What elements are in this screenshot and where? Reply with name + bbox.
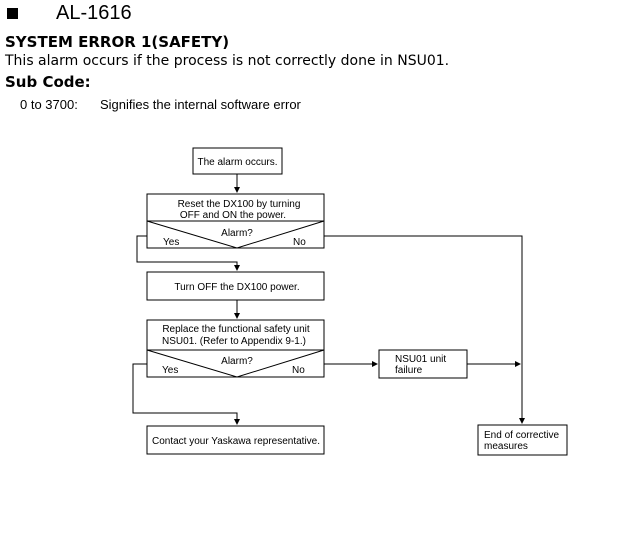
start-text: The alarm occurs. <box>197 157 277 168</box>
alarm-description: This alarm occurs if the process is not … <box>5 53 450 69</box>
turn-off-text: Turn OFF the DX100 power. <box>174 282 299 293</box>
decision2-no: No <box>292 365 305 376</box>
reset-text-line1: Reset the DX100 by turning <box>178 199 301 210</box>
arrow-d1-no <box>324 235 525 424</box>
reset-text-line2: OFF and ON the power. <box>180 210 286 221</box>
end-text-line1: End of corrective <box>484 430 559 441</box>
contact-box <box>146 425 325 455</box>
decision1-question: Alarm? <box>221 228 253 239</box>
end-text-line2: measures <box>484 441 528 452</box>
decision1-no: No <box>293 237 306 248</box>
subcode-range: 0 to 3700: <box>20 97 78 112</box>
failure-text-line1: NSU01 unit <box>395 354 446 365</box>
bullet-square-icon <box>7 8 18 19</box>
alarm-code: AL-1616 <box>56 2 132 24</box>
decision2-question: Alarm? <box>221 356 253 367</box>
subcode-label: Sub Code: <box>5 73 91 91</box>
arrow-d2-yes <box>132 363 240 425</box>
turn-off-box <box>146 271 325 301</box>
replace-text-line2: NSU01. (Refer to Appendix 9-1.) <box>162 336 306 347</box>
arrow-d1-yes <box>136 235 240 271</box>
decision2-diamond <box>146 349 325 378</box>
subcode-text: Signifies the internal software error <box>100 97 301 112</box>
decision2-yes: Yes <box>162 365 178 376</box>
failure-text-line2: failure <box>395 365 423 376</box>
end-box <box>477 424 568 456</box>
decision1-diamond <box>146 220 325 249</box>
replace-text-line1: Replace the functional safety unit <box>162 324 310 335</box>
decision1-yes: Yes <box>163 237 179 248</box>
contact-text: Contact your Yaskawa representative. <box>152 436 320 447</box>
error-title: SYSTEM ERROR 1(SAFETY) <box>5 33 230 51</box>
